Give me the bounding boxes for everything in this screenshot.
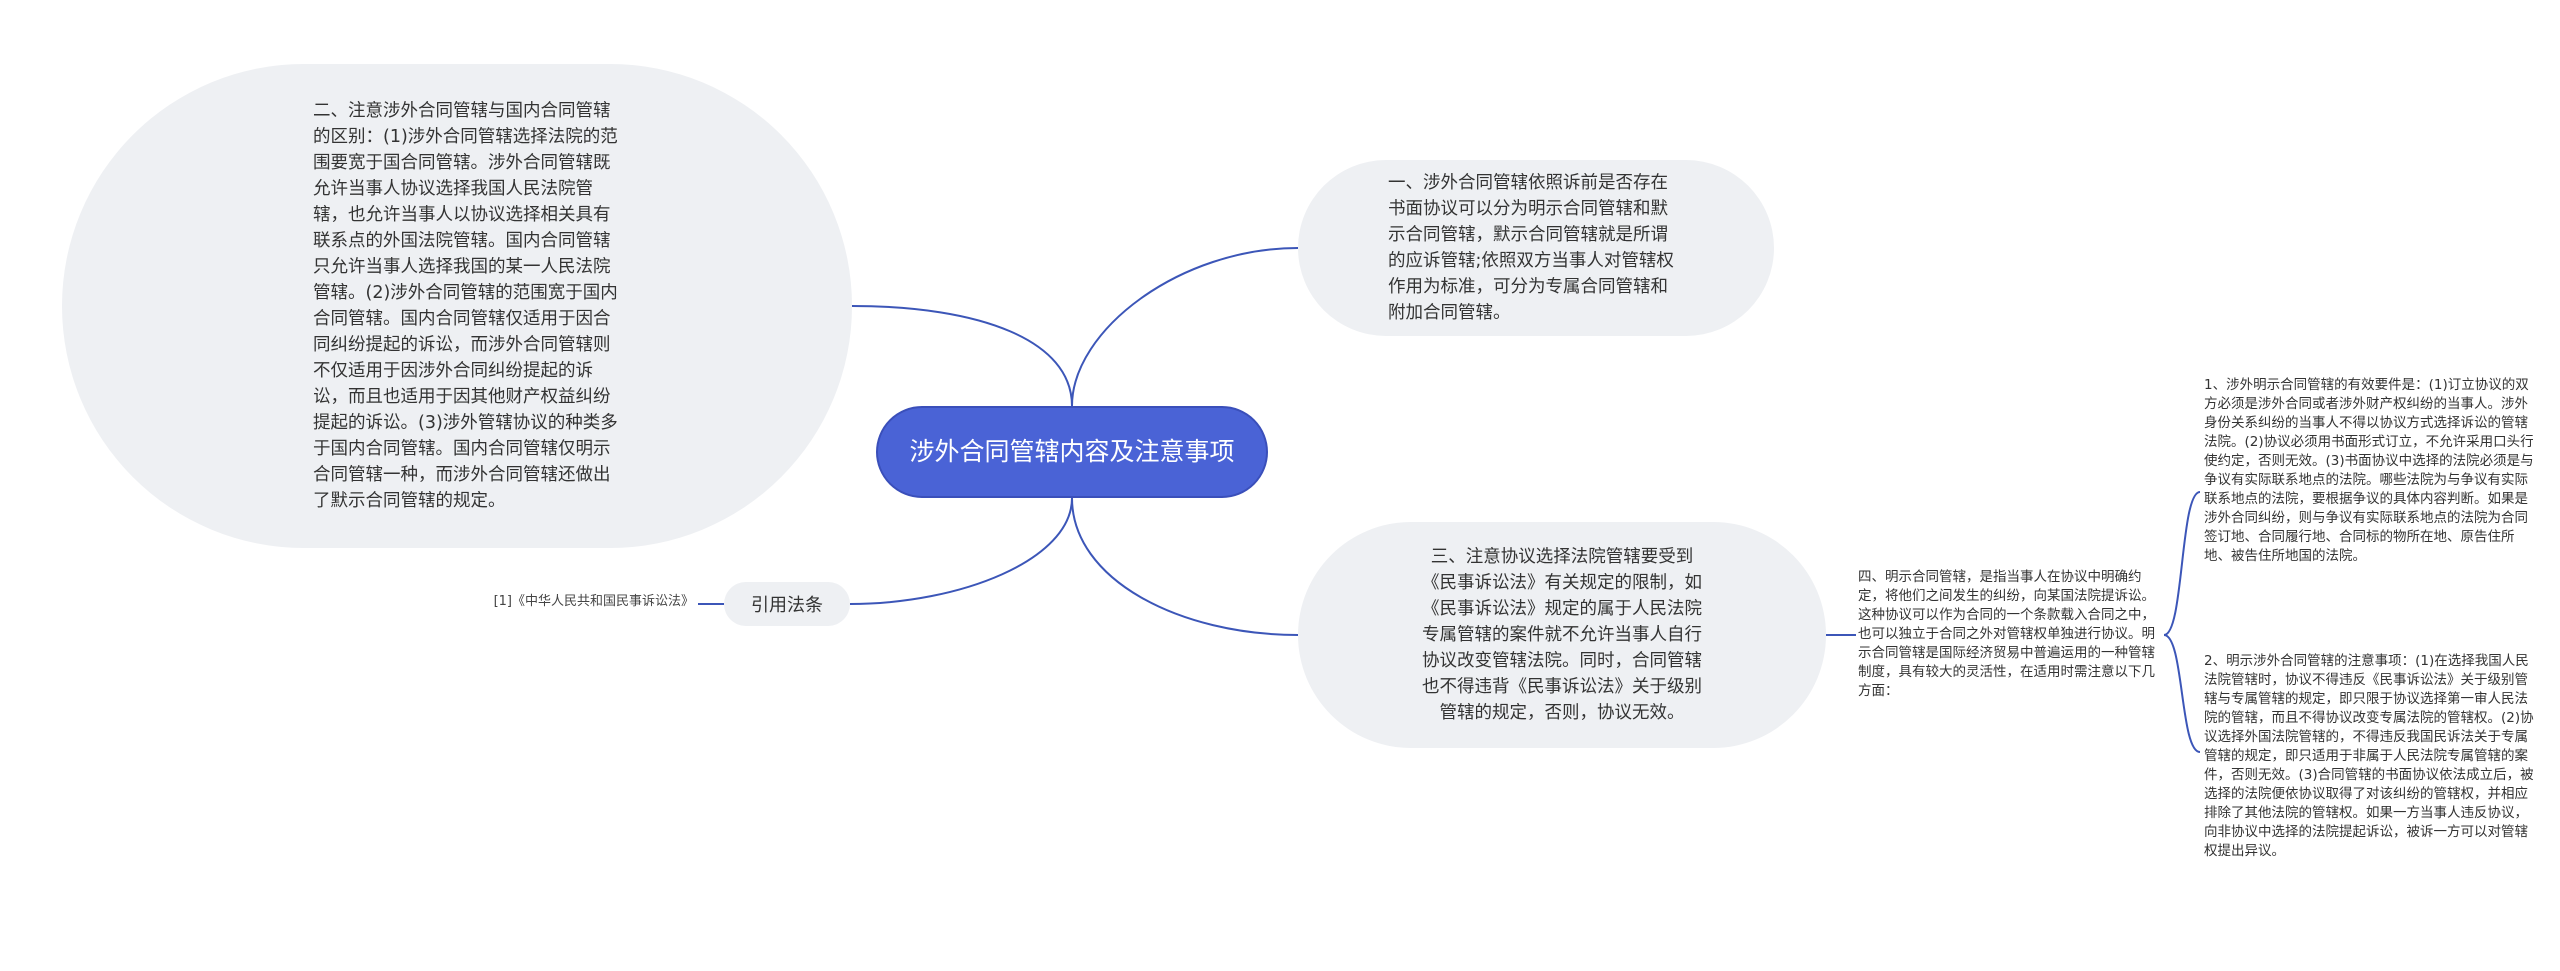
link-root-reference (849, 497, 1073, 605)
link-root-point1 (1071, 247, 1299, 407)
link-root-point3 (1071, 497, 1299, 636)
reference-item-text: [1]《中华人民共和国民事诉讼法》 (493, 594, 694, 609)
branch-reference[interactable]: 引用法条 (724, 582, 850, 626)
branch-point-3[interactable]: 三、注意协议选择法院管辖要受到《民事诉讼法》有关规定的限制，如《民事诉讼法》规定… (1298, 522, 1826, 748)
branch-reference-label: 引用法条 (751, 595, 823, 616)
branch-point-4[interactable]: 四、明示合同管辖，是指当事人在协议中明确约定，将他们之间发生的纠纷，向某国法院提… (1858, 568, 2158, 701)
branch-point-4-text: 四、明示合同管辖，是指当事人在协议中明确约定，将他们之间发生的纠纷，向某国法院提… (1858, 569, 2155, 699)
sub-point-2[interactable]: 2、明示涉外合同管辖的注意事项：(1)在选择我国人民法院管辖时，协议不得违反《民… (2204, 652, 2536, 861)
link-root-point2 (851, 305, 1073, 407)
link-point4-sub2 (2163, 634, 2201, 753)
sub-point-2-text: 2、明示涉外合同管辖的注意事项：(1)在选择我国人民法院管辖时，协议不得违反《民… (2204, 653, 2534, 859)
root-topic[interactable]: 涉外合同管辖内容及注意事项 (876, 406, 1268, 498)
branch-point-2-text: 二、注意涉外合同管辖与国内合同管辖的区别：(1)涉外合同管辖选择法院的范围要宽于… (313, 101, 618, 511)
root-topic-label: 涉外合同管辖内容及注意事项 (909, 437, 1235, 466)
branch-point-1[interactable]: 一、涉外合同管辖依照诉前是否存在书面协议可以分为明示合同管辖和默示合同管辖，默示… (1298, 160, 1774, 336)
sub-point-1-text: 1、涉外明示合同管辖的有效要件是：(1)订立协议的双方必须是涉外合同或者涉外财产… (2204, 377, 2534, 564)
branch-point-1-text: 一、涉外合同管辖依照诉前是否存在书面协议可以分为明示合同管辖和默示合同管辖，默示… (1388, 173, 1674, 323)
reference-item[interactable]: [1]《中华人民共和国民事诉讼法》 (454, 590, 694, 614)
branch-point-2[interactable]: 二、注意涉外合同管辖与国内合同管辖的区别：(1)涉外合同管辖选择法院的范围要宽于… (62, 64, 852, 548)
link-point4-sub1 (2163, 491, 2201, 636)
sub-point-1[interactable]: 1、涉外明示合同管辖的有效要件是：(1)订立协议的双方必须是涉外合同或者涉外财产… (2204, 376, 2536, 566)
branch-point-3-text: 三、注意协议选择法院管辖要受到《民事诉讼法》有关规定的限制，如《民事诉讼法》规定… (1422, 547, 1702, 723)
